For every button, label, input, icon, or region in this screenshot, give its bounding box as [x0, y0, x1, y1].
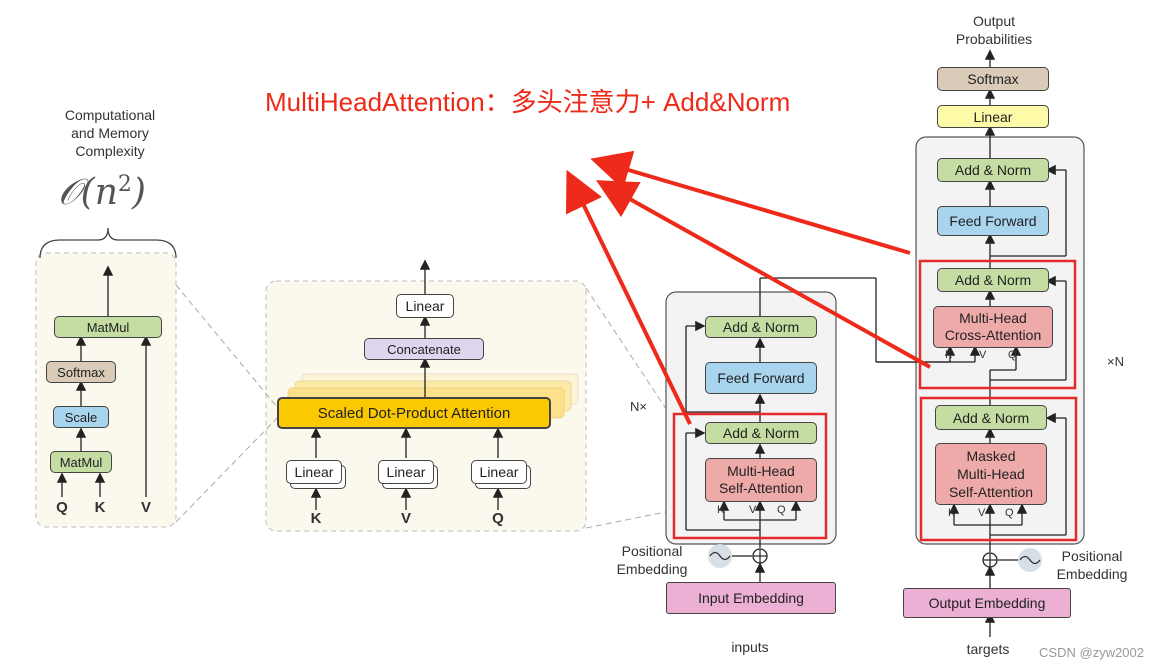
- input-embedding-box: Input Embedding: [666, 582, 836, 614]
- linear-q-box-front: Linear: [471, 460, 527, 484]
- decoder-positional-label: Positional Embedding: [1056, 548, 1128, 582]
- sdpa-panel: [35, 252, 177, 528]
- zoom-line: [175, 284, 283, 414]
- matmul-bottom-box: MatMul: [50, 451, 112, 473]
- scaled-dot-product-attention-box: Scaled Dot-Product Attention: [277, 397, 551, 429]
- encoder-repeat-label: N×: [630, 399, 647, 414]
- encoder-add-norm-bottom: Add & Norm: [705, 422, 817, 444]
- decoder-masked-attention: Masked Multi-Head Self-Attention: [935, 443, 1047, 505]
- pointer-arrow: [590, 150, 911, 255]
- decoder-add-norm-bottom: Add & Norm: [935, 405, 1047, 430]
- encoder-self-attention: Multi-Head Self-Attention: [705, 458, 817, 502]
- kvq-label: Q: [1008, 349, 1017, 361]
- kvq-label: K: [717, 504, 725, 516]
- watermark: CSDN @zyw2002: [1039, 645, 1144, 660]
- complexity-formula: 𝒪(n2): [58, 172, 146, 213]
- decoder-repeat-label: ×N: [1107, 354, 1124, 369]
- decoder-cross-highlight: [918, 259, 1077, 390]
- input-q-label: Q: [492, 510, 504, 527]
- decoder-add-norm-middle: Add & Norm: [937, 268, 1049, 292]
- scale-box: Scale: [53, 406, 109, 428]
- kvq-label: V: [749, 504, 757, 516]
- encoder-feed-forward: Feed Forward: [705, 362, 817, 394]
- decoder-feed-forward: Feed Forward: [937, 206, 1049, 236]
- pointer-arrow: [565, 169, 692, 425]
- linear-v-box-front: Linear: [378, 460, 434, 484]
- linear-k-box-front: Linear: [286, 460, 342, 484]
- concatenate-box: Concatenate: [364, 338, 484, 360]
- pointer-arrow: [596, 180, 931, 369]
- output-probabilities-label: Output Probabilities: [955, 13, 1033, 47]
- input-v-label: V: [140, 499, 151, 516]
- kvq-label: Q: [777, 504, 786, 516]
- input-k-label: K: [94, 499, 106, 516]
- decoder-masked-highlight: [919, 396, 1078, 542]
- input-k-label: K: [310, 510, 322, 527]
- complexity-brace: [39, 227, 177, 259]
- page-title: MultiHeadAttention：多头注意力+ Add&Norm: [265, 87, 791, 117]
- inputs-label: inputs: [731, 639, 769, 655]
- complexity-caption: Computational and Memory Complexity: [64, 107, 156, 159]
- input-q-label: Q: [56, 499, 68, 516]
- decoder-softmax: Softmax: [937, 67, 1049, 91]
- kvq-label: V: [979, 349, 987, 361]
- encoder-highlight: [672, 412, 828, 540]
- softmax-box: Softmax: [46, 361, 116, 383]
- linear-top-box: Linear: [396, 294, 454, 318]
- decoder-linear: Linear: [937, 105, 1049, 128]
- decoder-cross-attention: Multi-Head Cross-Attention: [933, 306, 1053, 348]
- matmul-top-box: MatMul: [54, 316, 162, 338]
- encoder-add-norm-top: Add & Norm: [705, 316, 817, 338]
- input-v-label: V: [400, 510, 411, 527]
- kvq-label: K: [945, 349, 953, 361]
- kvq-label: V: [978, 507, 986, 519]
- zoom-line: [175, 412, 283, 523]
- targets-label: targets: [966, 641, 1010, 657]
- kvq-label: K: [948, 507, 956, 519]
- kvq-label: Q: [1005, 507, 1014, 519]
- output-embedding-box: Output Embedding: [903, 588, 1071, 618]
- decoder-add-norm-top: Add & Norm: [937, 158, 1049, 182]
- encoder-positional-label: Positional Embedding: [616, 543, 688, 577]
